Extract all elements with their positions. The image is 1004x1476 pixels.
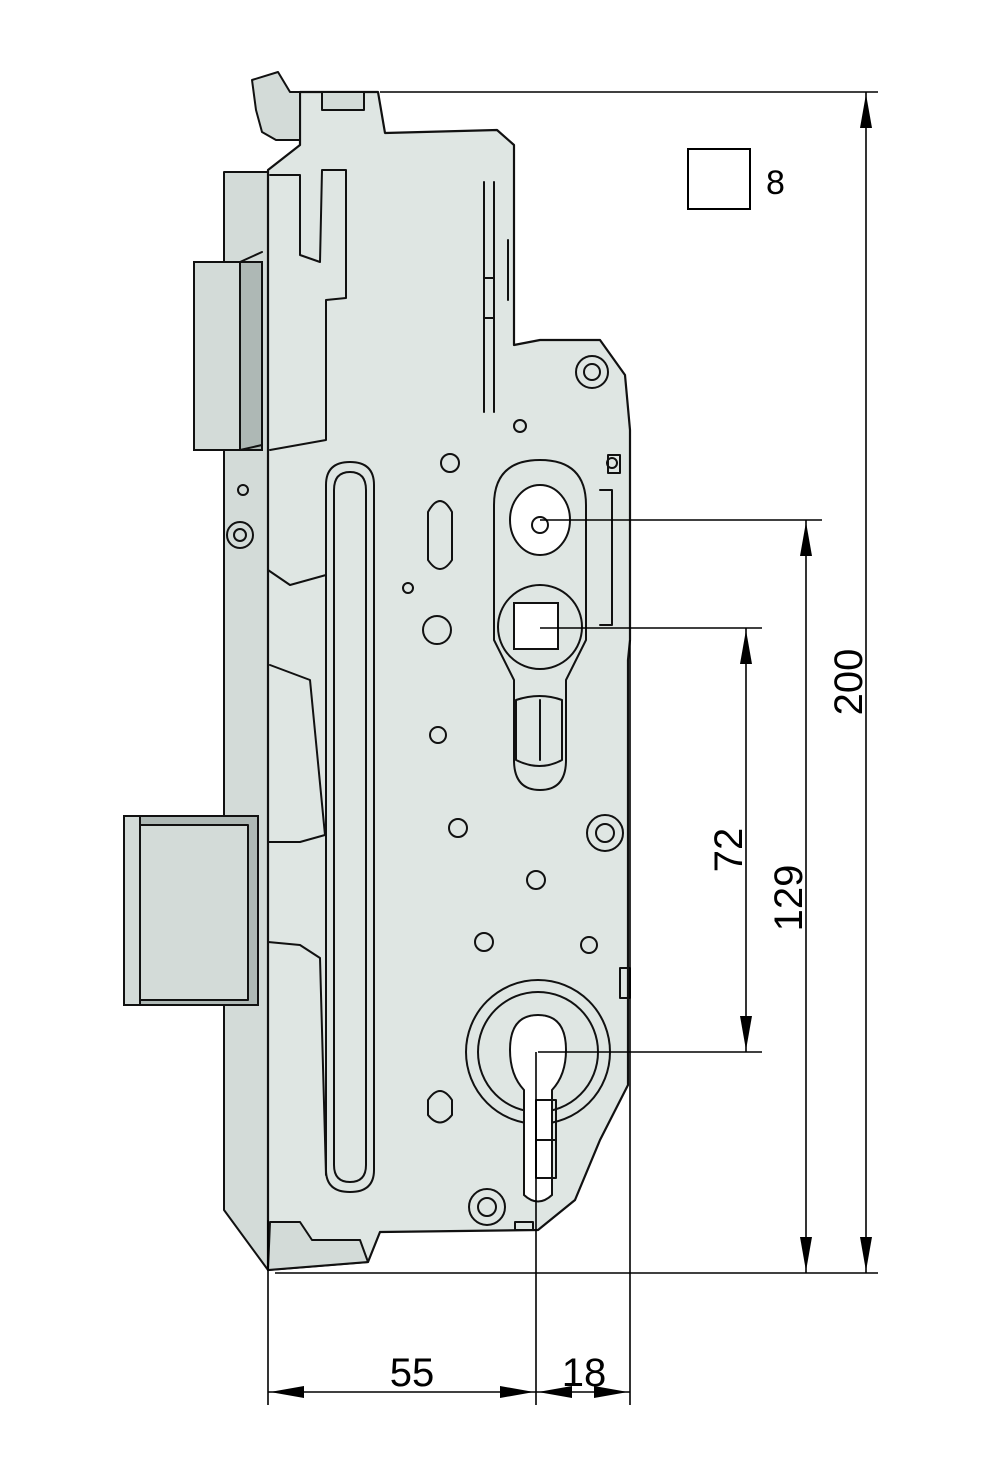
top-clip — [251, 71, 301, 141]
follower-hub — [497, 584, 583, 670]
profile-cylinder-hole — [508, 1013, 568, 1203]
square-size-label: 8 — [766, 164, 785, 202]
dim-55-label: 55 — [390, 1351, 435, 1395]
square-spindle-legend: 8 — [687, 148, 785, 210]
top-tab — [321, 91, 365, 111]
upper-latch-bolt — [193, 251, 263, 451]
screws — [226, 355, 624, 1226]
deadbolt — [123, 815, 259, 1006]
long-slot — [325, 461, 375, 1193]
dim-18-label: 18 — [562, 1351, 607, 1395]
square-symbol — [687, 148, 751, 210]
dim-129-label: 129 — [767, 865, 811, 932]
follower-slot-outline — [493, 459, 587, 791]
lock-case-body — [223, 71, 632, 1272]
dim-200-label: 200 — [827, 649, 871, 716]
case-holes — [237, 419, 618, 1124]
middle-bracket — [267, 559, 327, 843]
upper-bracket — [269, 169, 347, 451]
main-case — [266, 90, 632, 1272]
square-spindle-hole — [513, 602, 559, 650]
dimension-lines — [267, 91, 878, 1405]
dim-72-label: 72 — [707, 828, 751, 873]
